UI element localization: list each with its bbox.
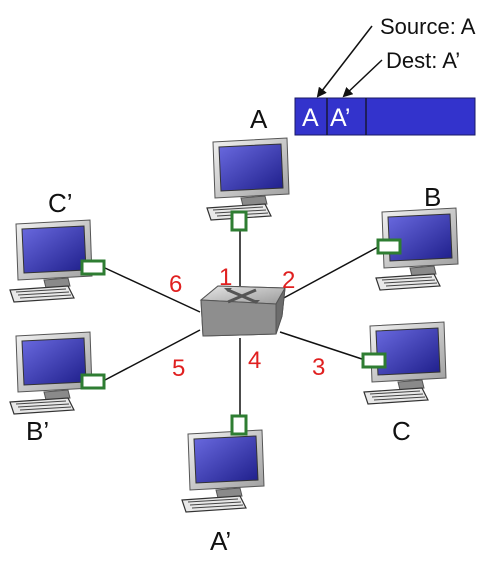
frame-source-field: A — [302, 104, 319, 132]
host-c-prime[interactable] — [9, 219, 106, 303]
host-b[interactable] — [375, 207, 459, 291]
link-port-2 — [279, 246, 379, 301]
host-label-a-prime: A’ — [210, 526, 231, 556]
network-switch-icon[interactable] — [199, 285, 286, 337]
port-number-3: 3 — [312, 354, 325, 381]
host-c[interactable] — [361, 321, 447, 405]
dest-annotation: Dest: A’ — [386, 48, 460, 73]
host-label-b: B — [424, 182, 441, 212]
network-links — [104, 230, 379, 420]
network-adapter-icon — [230, 210, 248, 232]
network-adapter-icon — [80, 373, 106, 390]
frame-dest-field: A’ — [330, 104, 350, 132]
network-adapter-icon — [376, 238, 402, 255]
host-b-prime[interactable] — [9, 331, 106, 415]
network-adapter-icon — [361, 352, 387, 369]
port-numbers: 1 2 3 4 5 6 — [169, 264, 325, 382]
link-port-5 — [104, 329, 201, 381]
host-label-a: A — [250, 104, 268, 134]
link-port-6 — [104, 267, 201, 313]
network-adapter-icon — [80, 259, 106, 276]
host-a-prime[interactable] — [181, 414, 265, 513]
host-label-c-prime: C’ — [48, 188, 73, 218]
source-annotation: Source: A — [380, 14, 476, 39]
link-port-3 — [279, 331, 366, 361]
port-number-5: 5 — [172, 355, 185, 382]
port-number-4: 4 — [248, 347, 261, 374]
annotation-arrows — [316, 25, 383, 98]
port-number-6: 6 — [169, 271, 182, 298]
frame-header: A A’ — [294, 97, 476, 136]
port-number-1: 1 — [219, 264, 232, 291]
host-label-c: C — [392, 416, 411, 446]
host-label-b-prime: B’ — [26, 416, 49, 446]
port-number-2: 2 — [282, 267, 295, 294]
network-adapter-icon — [230, 414, 248, 436]
host-a[interactable] — [206, 137, 290, 232]
